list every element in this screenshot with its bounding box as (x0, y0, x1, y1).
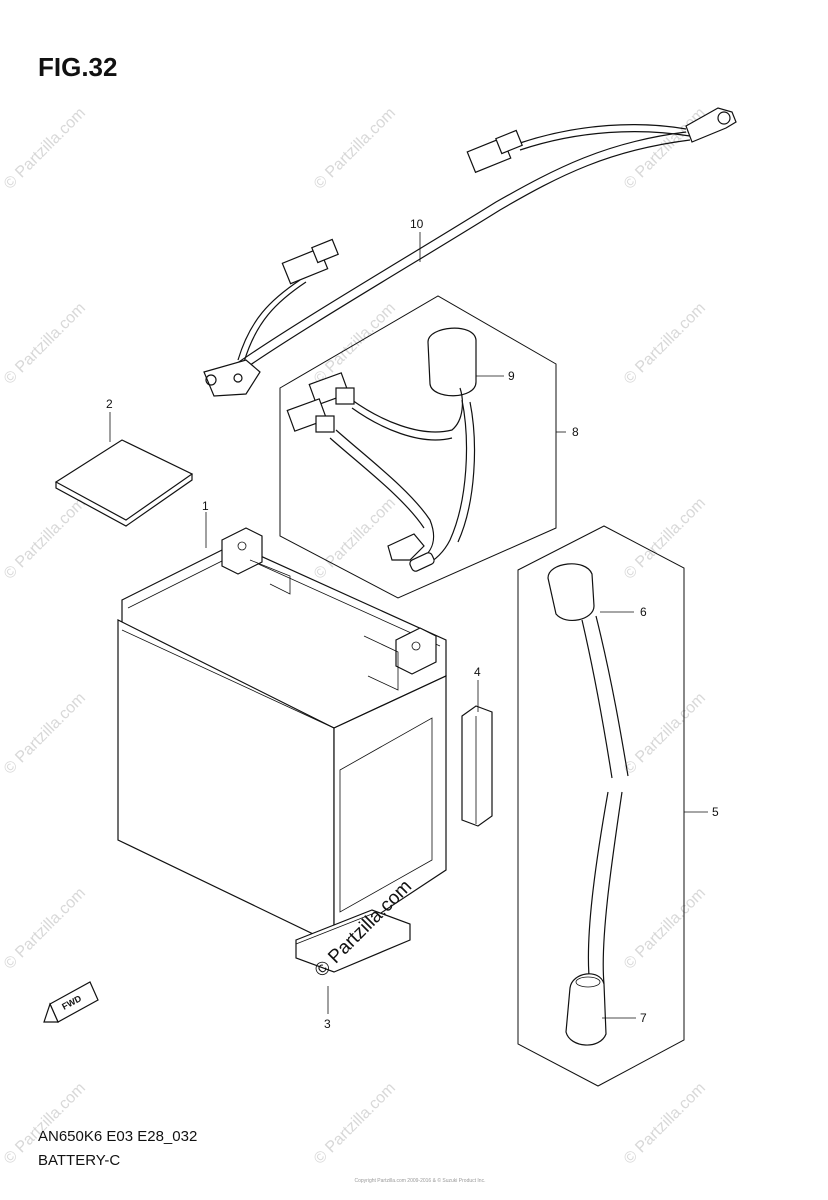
callout-6: 6 (640, 605, 647, 619)
callout-4: 4 (474, 665, 481, 679)
part-2-pad (54, 439, 194, 527)
part-3-pad (295, 909, 411, 973)
callout-1: 1 (202, 499, 209, 513)
callout-5: 5 (712, 805, 719, 819)
watermark: © Partzilla.com (621, 885, 709, 973)
watermark: © Partzilla.com (1, 495, 89, 583)
leader-lines (109, 232, 708, 1019)
watermark: © Partzilla.com (621, 105, 709, 193)
watermark: © Partzilla.com (1, 885, 89, 973)
watermark: © Partzilla.com (621, 495, 709, 583)
footer-model-code: AN650K6 E03 E28_032 (38, 1128, 198, 1145)
figure-title: FIG.32 (38, 52, 118, 82)
watermark: © Partzilla.com (621, 1080, 709, 1168)
callout-9: 9 (508, 369, 515, 383)
watermark: © Partzilla.com (621, 300, 709, 388)
callout-3: 3 (324, 1017, 331, 1031)
part-5-cable-assembly (517, 525, 685, 1087)
callout-numbers: 1 2 3 4 5 6 7 8 9 10 (106, 217, 719, 1031)
part-4-label (461, 705, 493, 827)
watermark: © Partzilla.com (621, 690, 709, 778)
part-10-harness (203, 107, 737, 397)
part-1-battery (117, 527, 447, 946)
fwd-arrow-icon: FWD (43, 981, 99, 1023)
watermark: © Partzilla.com (311, 1080, 399, 1168)
part-8-cable-assembly (279, 295, 557, 599)
watermark: © Partzilla.com (311, 495, 399, 583)
callout-7: 7 (640, 1011, 647, 1025)
watermark: © Partzilla.com (1, 300, 89, 388)
copyright-note: Copyright Partzilla.com 2009-2016 & © Su… (354, 1178, 486, 1184)
watermark: © Partzilla.com (311, 300, 399, 388)
watermark: © Partzilla.com (1, 690, 89, 778)
callout-2: 2 (106, 397, 113, 411)
callout-10: 10 (410, 217, 424, 231)
watermark: © Partzilla.com (311, 105, 399, 193)
callout-8: 8 (572, 425, 579, 439)
watermark: © Partzilla.com (1, 105, 89, 193)
footer-diagram-name: BATTERY-C (38, 1152, 121, 1169)
